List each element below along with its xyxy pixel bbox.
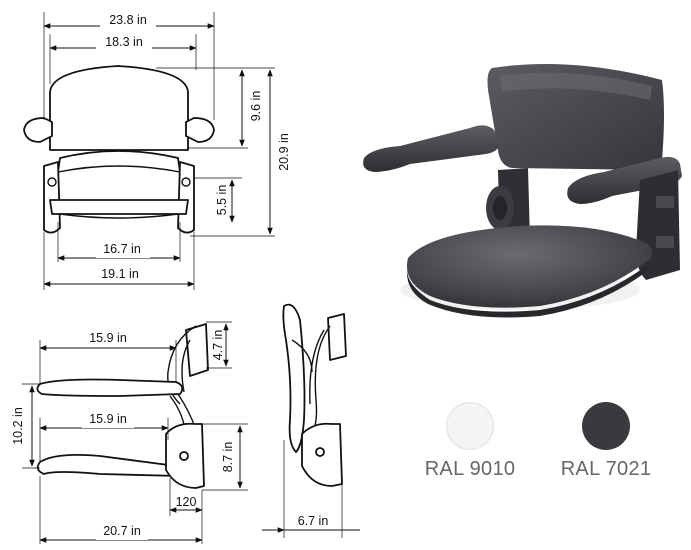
folded-seat-profile [282, 303, 306, 453]
dim-mount-top-height: 4.7 in [211, 330, 225, 361]
side-view-folded: 6.7 in [262, 303, 360, 538]
swatch-ral-7021 [582, 402, 630, 450]
dim-armrest-depth: 15.9 in [89, 331, 127, 345]
product-render [363, 64, 682, 318]
color-label-ral-9010: RAL 9010 [424, 458, 516, 480]
dim-overall-depth: 20.7 in [103, 524, 141, 538]
dim-armrest-height: 5.5 in [215, 185, 229, 216]
side-seat [36, 453, 181, 477]
front-bracket-right [177, 161, 195, 234]
render-armrest-right [567, 156, 682, 204]
dim-seat-depth: 15.9 in [89, 412, 127, 426]
front-seat [53, 150, 185, 207]
front-backrest [49, 65, 189, 151]
dim-overall-height: 20.9 in [277, 133, 291, 171]
dim-bracket-offset: 120 [176, 495, 197, 509]
dim-total-height: 10.2 in [11, 407, 25, 445]
dim-overall-width: 23.8 in [109, 13, 147, 27]
render-armrest-left [363, 125, 500, 172]
dim-seat-outer-width: 19.1 in [101, 267, 139, 281]
front-armrest-right [185, 117, 215, 143]
front-view: 23.8 in 18.3 in 9.6 in 20.9 in 5.5 in 16… [23, 12, 291, 290]
render-seat [406, 225, 653, 308]
side-armrest [36, 378, 184, 397]
dim-mount-bottom-height: 8.7 in [221, 442, 235, 473]
swatch-ral-9010 [446, 402, 494, 450]
dim-folded-depth: 6.7 in [298, 514, 329, 528]
front-bracket-left [43, 161, 61, 234]
dim-seat-back-width: 18.3 in [105, 35, 143, 49]
front-armrest-left [23, 117, 53, 143]
dim-seat-inner-width: 16.7 in [103, 242, 141, 256]
color-label-ral-7021: RAL 7021 [560, 458, 652, 480]
side-view-open: 15.9 in 4.7 in 10.2 in 15.9 in 8.7 in 12… [11, 321, 248, 544]
dim-backrest-height: 9.6 in [249, 91, 263, 122]
